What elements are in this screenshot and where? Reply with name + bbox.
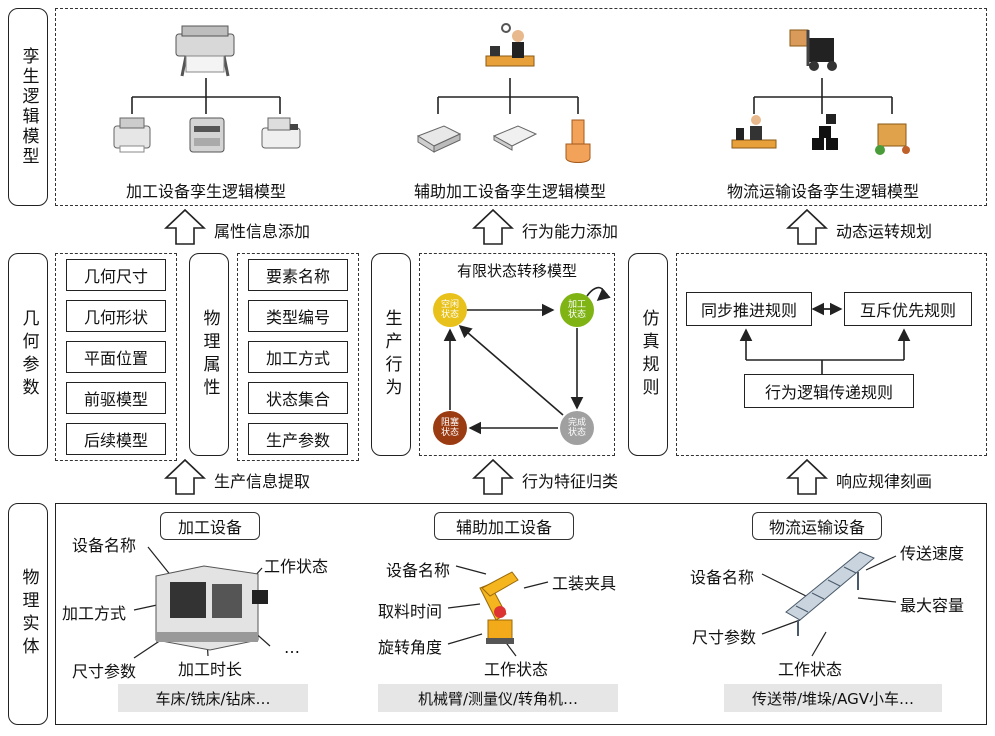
up-arrow-dynamic — [785, 208, 829, 245]
attr-item-1: 要素名称 — [248, 259, 348, 291]
geometry-item-4: 前驱模型 — [66, 382, 166, 414]
arrow-label-attr-add: 属性信息添加 — [214, 222, 311, 241]
logistics-label-name: 设备名称 — [690, 568, 755, 587]
state-blocked: 阻塞状态 — [433, 411, 467, 445]
attr-item-3: 加工方式 — [248, 341, 348, 373]
layer-label-geometry: 几何参数 — [8, 253, 48, 456]
state-done-label: 完成状态 — [567, 418, 586, 438]
attr-panel — [237, 253, 359, 461]
machining-examples: 车床/铣床/钻床… — [118, 684, 308, 712]
geometry-item-2: 几何形状 — [66, 300, 166, 332]
auxiliary-label-fixture: 工装夹具 — [552, 574, 617, 593]
up-arrow-attr — [163, 208, 207, 245]
geometry-item-1: 几何尺寸 — [66, 259, 166, 291]
logistics-label-speed: 传送速度 — [900, 544, 965, 563]
assembly-worker-icon — [731, 115, 777, 149]
layer-label-physical-attr-text: 物理属性 — [199, 308, 220, 401]
auxiliary-label-angle: 旋转角度 — [378, 638, 443, 657]
forklift-icon — [789, 29, 837, 71]
fax-icon — [261, 117, 301, 149]
robot-arm-icon — [479, 571, 519, 644]
rule-mutex: 互斥优先规则 — [844, 292, 972, 326]
logistics-examples: 传送带/堆垛/AGV小车… — [724, 684, 942, 712]
state-processing-label: 加工状态 — [567, 300, 586, 320]
switch-icon — [416, 125, 462, 153]
entity-logistics-title: 物流运输设备 — [752, 512, 882, 540]
entity-panel — [55, 503, 987, 725]
logistics-label-size: 尺寸参数 — [692, 628, 757, 647]
delivery-box-icon — [875, 123, 910, 155]
machining-label-method: 加工方式 — [62, 604, 127, 623]
arrow-label-response: 响应规律刻画 — [836, 472, 933, 491]
logistics-label-capacity: 最大容量 — [900, 596, 965, 615]
auxiliary-label-state: 工作状态 — [484, 660, 549, 679]
arrow-label-behavior-add: 行为能力添加 — [522, 222, 619, 241]
printer-icon — [113, 117, 151, 153]
plotter-icon — [175, 25, 235, 77]
layer-label-logic-text: 孪生逻辑模型 — [18, 47, 39, 167]
state-done: 完成状态 — [560, 411, 594, 445]
machining-label-duration: 加工时长 — [178, 660, 243, 679]
layer-label-entity: 物理实体 — [8, 503, 48, 725]
layer-label-production: 生产行为 — [371, 253, 411, 456]
auxiliary-label-name: 设备名称 — [386, 561, 451, 580]
geometry-item-3: 平面位置 — [66, 341, 166, 373]
up-arrow-response — [785, 458, 829, 495]
box-stack-icon — [812, 114, 838, 150]
attr-item-5: 生产参数 — [248, 423, 348, 455]
rule-pass: 行为逻辑传递规则 — [744, 374, 914, 408]
logic-model-panel — [55, 8, 987, 206]
rules-panel — [676, 253, 987, 456]
arrow-label-extract: 生产信息提取 — [214, 472, 311, 491]
entity-auxiliary-title: 辅助加工设备 — [434, 512, 574, 540]
fsm-panel — [419, 253, 615, 456]
state-idle: 空闲状态 — [433, 293, 467, 327]
worker-icon — [485, 23, 535, 67]
machining-label-more: … — [284, 638, 300, 657]
auxiliary-examples: 机械臂/测量仪/转角机… — [378, 684, 618, 712]
layer-label-physical-attr: 物理属性 — [189, 253, 229, 456]
auxiliary-logic-title: 辅助加工设备孪生逻辑模型 — [413, 182, 606, 201]
logistics-logic-title: 物流运输设备孪生逻辑模型 — [726, 182, 919, 201]
entity-machining-title: 加工设备 — [160, 512, 260, 540]
machining-label-state: 工作状态 — [264, 557, 329, 576]
layer-label-simulation: 仿真规则 — [628, 253, 668, 456]
attr-item-4: 状态集合 — [248, 382, 348, 414]
state-blocked-label: 阻塞状态 — [440, 418, 459, 438]
state-processing: 加工状态 — [560, 293, 594, 327]
layer-label-simulation-text: 仿真规则 — [638, 308, 659, 401]
up-arrow-behavior — [471, 208, 515, 245]
state-idle-label: 空闲状态 — [440, 300, 459, 320]
rule-sync: 同步推进规则 — [686, 292, 812, 326]
geometry-item-5: 后续模型 — [66, 423, 166, 455]
fsm-title: 有限状态转移模型 — [456, 262, 577, 280]
up-arrow-extract — [163, 458, 207, 495]
scanner-icon — [492, 125, 538, 151]
layer-label-geometry-text: 几何参数 — [18, 308, 39, 401]
fixture-icon — [565, 119, 591, 163]
arrow-label-classify: 行为特征归类 — [522, 472, 619, 491]
machining-logic-title: 加工设备孪生逻辑模型 — [125, 182, 286, 201]
machining-label-name: 设备名称 — [72, 536, 137, 555]
arrow-label-dynamic-plan: 动态运转规划 — [836, 222, 933, 241]
layer-label-entity-text: 物理实体 — [18, 568, 39, 660]
lathe-icon — [155, 565, 268, 651]
geometry-panel — [55, 253, 177, 461]
logistics-label-state: 工作状态 — [778, 660, 843, 679]
layer-label-logic: 孪生逻辑模型 — [8, 8, 48, 206]
attr-item-2: 类型编号 — [248, 300, 348, 332]
machining-label-size: 尺寸参数 — [72, 662, 137, 681]
conveyor-icon — [785, 551, 875, 636]
up-arrow-classify — [471, 458, 515, 495]
layer-label-production-text: 生产行为 — [381, 308, 402, 401]
laser-printer-icon — [189, 117, 225, 153]
auxiliary-label-fetch: 取料时间 — [378, 602, 443, 621]
